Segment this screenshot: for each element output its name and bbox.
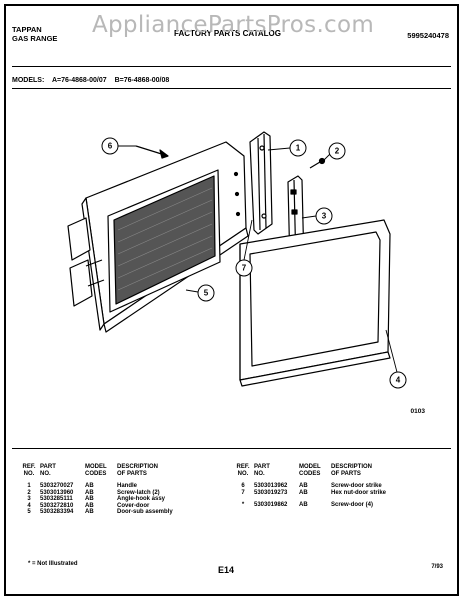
header-model: MODEL CODES xyxy=(85,464,107,477)
row-code: AB xyxy=(85,489,94,496)
arrow-6 xyxy=(135,145,169,159)
callout-2 xyxy=(328,142,346,160)
header-desc: DESCRIPTION OF PARTS xyxy=(331,464,373,477)
callout-label-3: 3 xyxy=(322,212,327,221)
row-code: AB xyxy=(299,483,308,489)
callout-7 xyxy=(235,259,253,277)
table-header: REF. NO. PART NO. MODEL CODES DESCRIPTIO… xyxy=(18,464,189,477)
table-row: 7 5303019273 AB Hex nut-door strike xyxy=(232,490,403,497)
row-part: 5303019862 xyxy=(254,502,288,508)
model-b: B=76-4868-00/08 xyxy=(114,77,170,84)
row-part: 5303270027 xyxy=(40,483,74,489)
catalog-number: 5995240478 xyxy=(407,31,449,40)
exploded-door-diagram: 1 2 3 4 5 6 7 xyxy=(67,131,407,389)
table-row: 1 5303270027 AB Handle xyxy=(18,483,189,490)
row-code: AB xyxy=(299,489,308,496)
product-type: GAS RANGE xyxy=(12,34,58,43)
cover-door xyxy=(239,219,391,387)
row-part: 5303285111 xyxy=(40,496,73,502)
table-row: 5 5303283394 AB Door-sub assembly xyxy=(18,509,189,516)
header-ref: REF. NO. xyxy=(22,464,36,477)
parts-table-left: REF. NO. PART NO. MODEL CODES DESCRIPTIO… xyxy=(18,464,189,516)
header-rule xyxy=(12,66,451,67)
header-part: PART NO. xyxy=(40,464,56,477)
row-code: AB xyxy=(85,496,94,502)
row-code: AB xyxy=(85,502,94,509)
callout-label-7: 7 xyxy=(242,264,247,273)
callout-label-2: 2 xyxy=(335,147,340,156)
row-part: 5303013960 xyxy=(40,489,74,496)
row-ref: 7 xyxy=(241,489,245,496)
row-ref: 1 xyxy=(27,483,31,489)
callout-label-6: 6 xyxy=(108,142,113,151)
row-code: AB xyxy=(85,483,94,489)
row-part: 5303272810 xyxy=(40,502,74,509)
callout-5 xyxy=(197,284,215,302)
row-code: AB xyxy=(299,502,308,508)
catalog-title: FACTORY PARTS CATALOG xyxy=(174,29,281,38)
callout-3 xyxy=(315,207,333,225)
row-ref: 5 xyxy=(27,509,31,515)
row-desc: Handle xyxy=(117,483,138,489)
row-part: 5303013962 xyxy=(254,483,288,489)
row-code: AB xyxy=(85,509,94,515)
page-number: E14 xyxy=(218,565,235,575)
header-ref: REF. NO. xyxy=(236,464,250,477)
row-ref: 6 xyxy=(241,483,245,489)
callout-6 xyxy=(101,137,119,155)
revision-date: 7/93 xyxy=(431,564,443,570)
callout-label-4: 4 xyxy=(396,376,401,385)
row-ref: 4 xyxy=(27,502,31,509)
table-row: 6 5303013962 AB Screw-door strike xyxy=(232,483,403,490)
table-header: REF. NO. PART NO. MODEL CODES DESCRIPTIO… xyxy=(232,464,403,477)
table-row: 2 5303013960 AB Screw-latch (2) xyxy=(18,490,189,497)
row-desc: Screw-door strike xyxy=(331,483,382,489)
table-row: 3 5303285111 AB Angle-hook assy xyxy=(18,496,189,503)
row-desc: Door-sub assembly xyxy=(117,509,173,515)
row-desc: Cover-door xyxy=(117,502,150,509)
parts-catalog-page: TAPPAN GAS RANGE FACTORY PARTS CATALOG 5… xyxy=(4,4,459,596)
brand-name: TAPPAN xyxy=(12,25,42,34)
table-top-rule xyxy=(12,448,451,449)
callout-label-5: 5 xyxy=(204,289,209,298)
row-desc: Screw-door (4) xyxy=(331,502,374,508)
model-a: A=76-4868-00/07 xyxy=(51,77,107,84)
row-ref: 2 xyxy=(27,489,31,496)
header-desc: DESCRIPTION OF PARTS xyxy=(117,464,159,477)
models-line: MODELS: A=76-4868-00/07 B=76-4868-00/08 xyxy=(12,77,175,84)
row-ref: * xyxy=(241,502,245,508)
handle xyxy=(249,131,273,235)
footnote: * = Not Illustrated xyxy=(28,561,78,567)
models-label: MODELS: xyxy=(12,77,45,84)
watermark: AppliancePartsPros.com xyxy=(92,12,375,38)
callout-4 xyxy=(389,371,407,389)
figure-code: 0103 xyxy=(410,408,425,415)
screw-latch xyxy=(309,157,326,169)
row-desc: Angle-hook assy xyxy=(117,496,166,502)
row-part: 5303019273 xyxy=(254,489,288,496)
row-desc: Screw-latch (2) xyxy=(117,489,160,496)
row-part: 5303283394 xyxy=(40,509,74,515)
table-row: 4 5303272810 AB Cover-door xyxy=(18,503,189,510)
row-ref: 3 xyxy=(27,496,31,502)
parts-table-right: REF. NO. PART NO. MODEL CODES DESCRIPTIO… xyxy=(232,464,403,509)
callout-label-1: 1 xyxy=(296,144,301,153)
header-part: PART NO. xyxy=(254,464,270,477)
row-desc: Hex nut-door strike xyxy=(331,489,387,496)
door-sub-assembly xyxy=(67,141,249,333)
header-model: MODEL CODES xyxy=(299,464,321,477)
table-row: * 5303019862 AB Screw-door (4) xyxy=(232,502,403,509)
callout-1 xyxy=(289,139,307,157)
models-rule xyxy=(12,88,451,89)
